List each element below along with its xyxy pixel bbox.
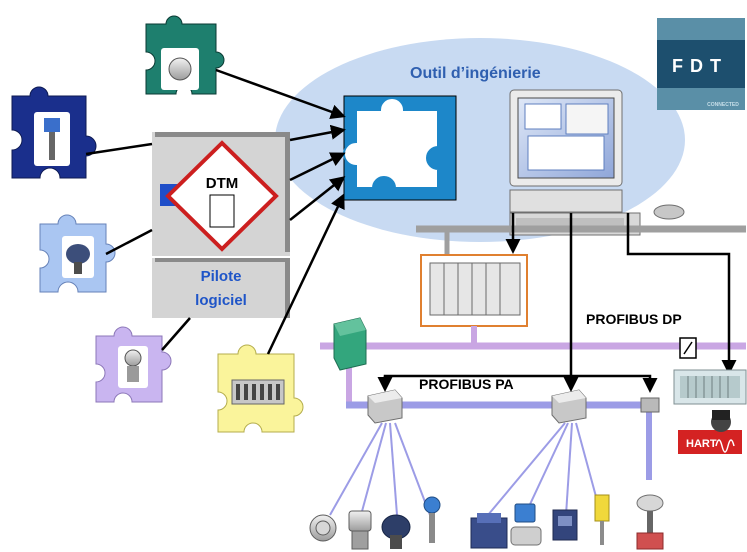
arrow-icon xyxy=(266,193,345,355)
arrow-icon xyxy=(289,176,346,221)
puzzle-piece-navy xyxy=(11,86,97,179)
field-device-icon-left-1 xyxy=(309,514,337,542)
arrow-icon-group-to-engineering-tool xyxy=(215,68,346,355)
junction-box-icon-right xyxy=(551,389,587,424)
profibus-dp-label: PROFIBUS DP xyxy=(586,311,682,327)
plc-rack-icon xyxy=(420,254,528,327)
dtm-panel: DTM Pilote logiciel xyxy=(152,132,290,318)
remote-io-icon xyxy=(673,369,747,405)
arrow-icon xyxy=(215,68,346,119)
engineering-tool-title: Outil d’ingénierie xyxy=(410,65,541,82)
junction-box-icon-small xyxy=(640,397,660,413)
field-device-icon-right-1 xyxy=(470,513,508,549)
coupler-icon xyxy=(333,317,367,371)
field-device-icon-left-2 xyxy=(348,510,372,550)
field-device-icon-right-4 xyxy=(594,494,610,545)
field-device-icon-right-3 xyxy=(552,509,578,541)
arrow-icon xyxy=(626,213,737,375)
hart-logo: HART xyxy=(678,430,742,454)
central-puzzle-piece-icon xyxy=(343,97,439,189)
dtm-caption-line1: Pilote xyxy=(201,268,242,285)
puzzle-piece-teal xyxy=(145,15,225,95)
fdt-logo-text: FDT xyxy=(672,56,728,76)
field-device-icon-left-3 xyxy=(381,514,411,549)
arrow-icon xyxy=(289,152,346,182)
central-puzzle-box xyxy=(343,95,457,201)
computer-workstation-icon xyxy=(509,89,685,236)
dtm-label: DTM xyxy=(206,175,239,192)
field-device-icon-hart xyxy=(711,410,731,432)
puzzle-piece-light-blue xyxy=(39,214,116,293)
profibus-pa-label: PROFIBUS PA xyxy=(419,376,514,392)
field-device-icon-left-4 xyxy=(423,496,441,543)
fdt-logo-subtext: CONNECTED xyxy=(707,102,739,108)
device-drop-lines xyxy=(329,422,602,516)
field-device-icon-right-2 xyxy=(510,503,542,546)
puzzle-piece-lavender xyxy=(95,326,172,403)
dtm-document-icon xyxy=(209,194,235,228)
hart-logo-text: HART xyxy=(686,438,717,450)
puzzle-piece-yellow xyxy=(217,344,304,433)
fdt-logo: FDT CONNECTED xyxy=(657,18,745,110)
junction-box-icon-left xyxy=(367,389,403,424)
field-device-icon-valve xyxy=(636,494,664,550)
puzzle-to-dtm-connectors xyxy=(85,142,191,351)
arrow-icon xyxy=(289,124,346,142)
dtm-caption-line2: logiciel xyxy=(195,292,247,309)
